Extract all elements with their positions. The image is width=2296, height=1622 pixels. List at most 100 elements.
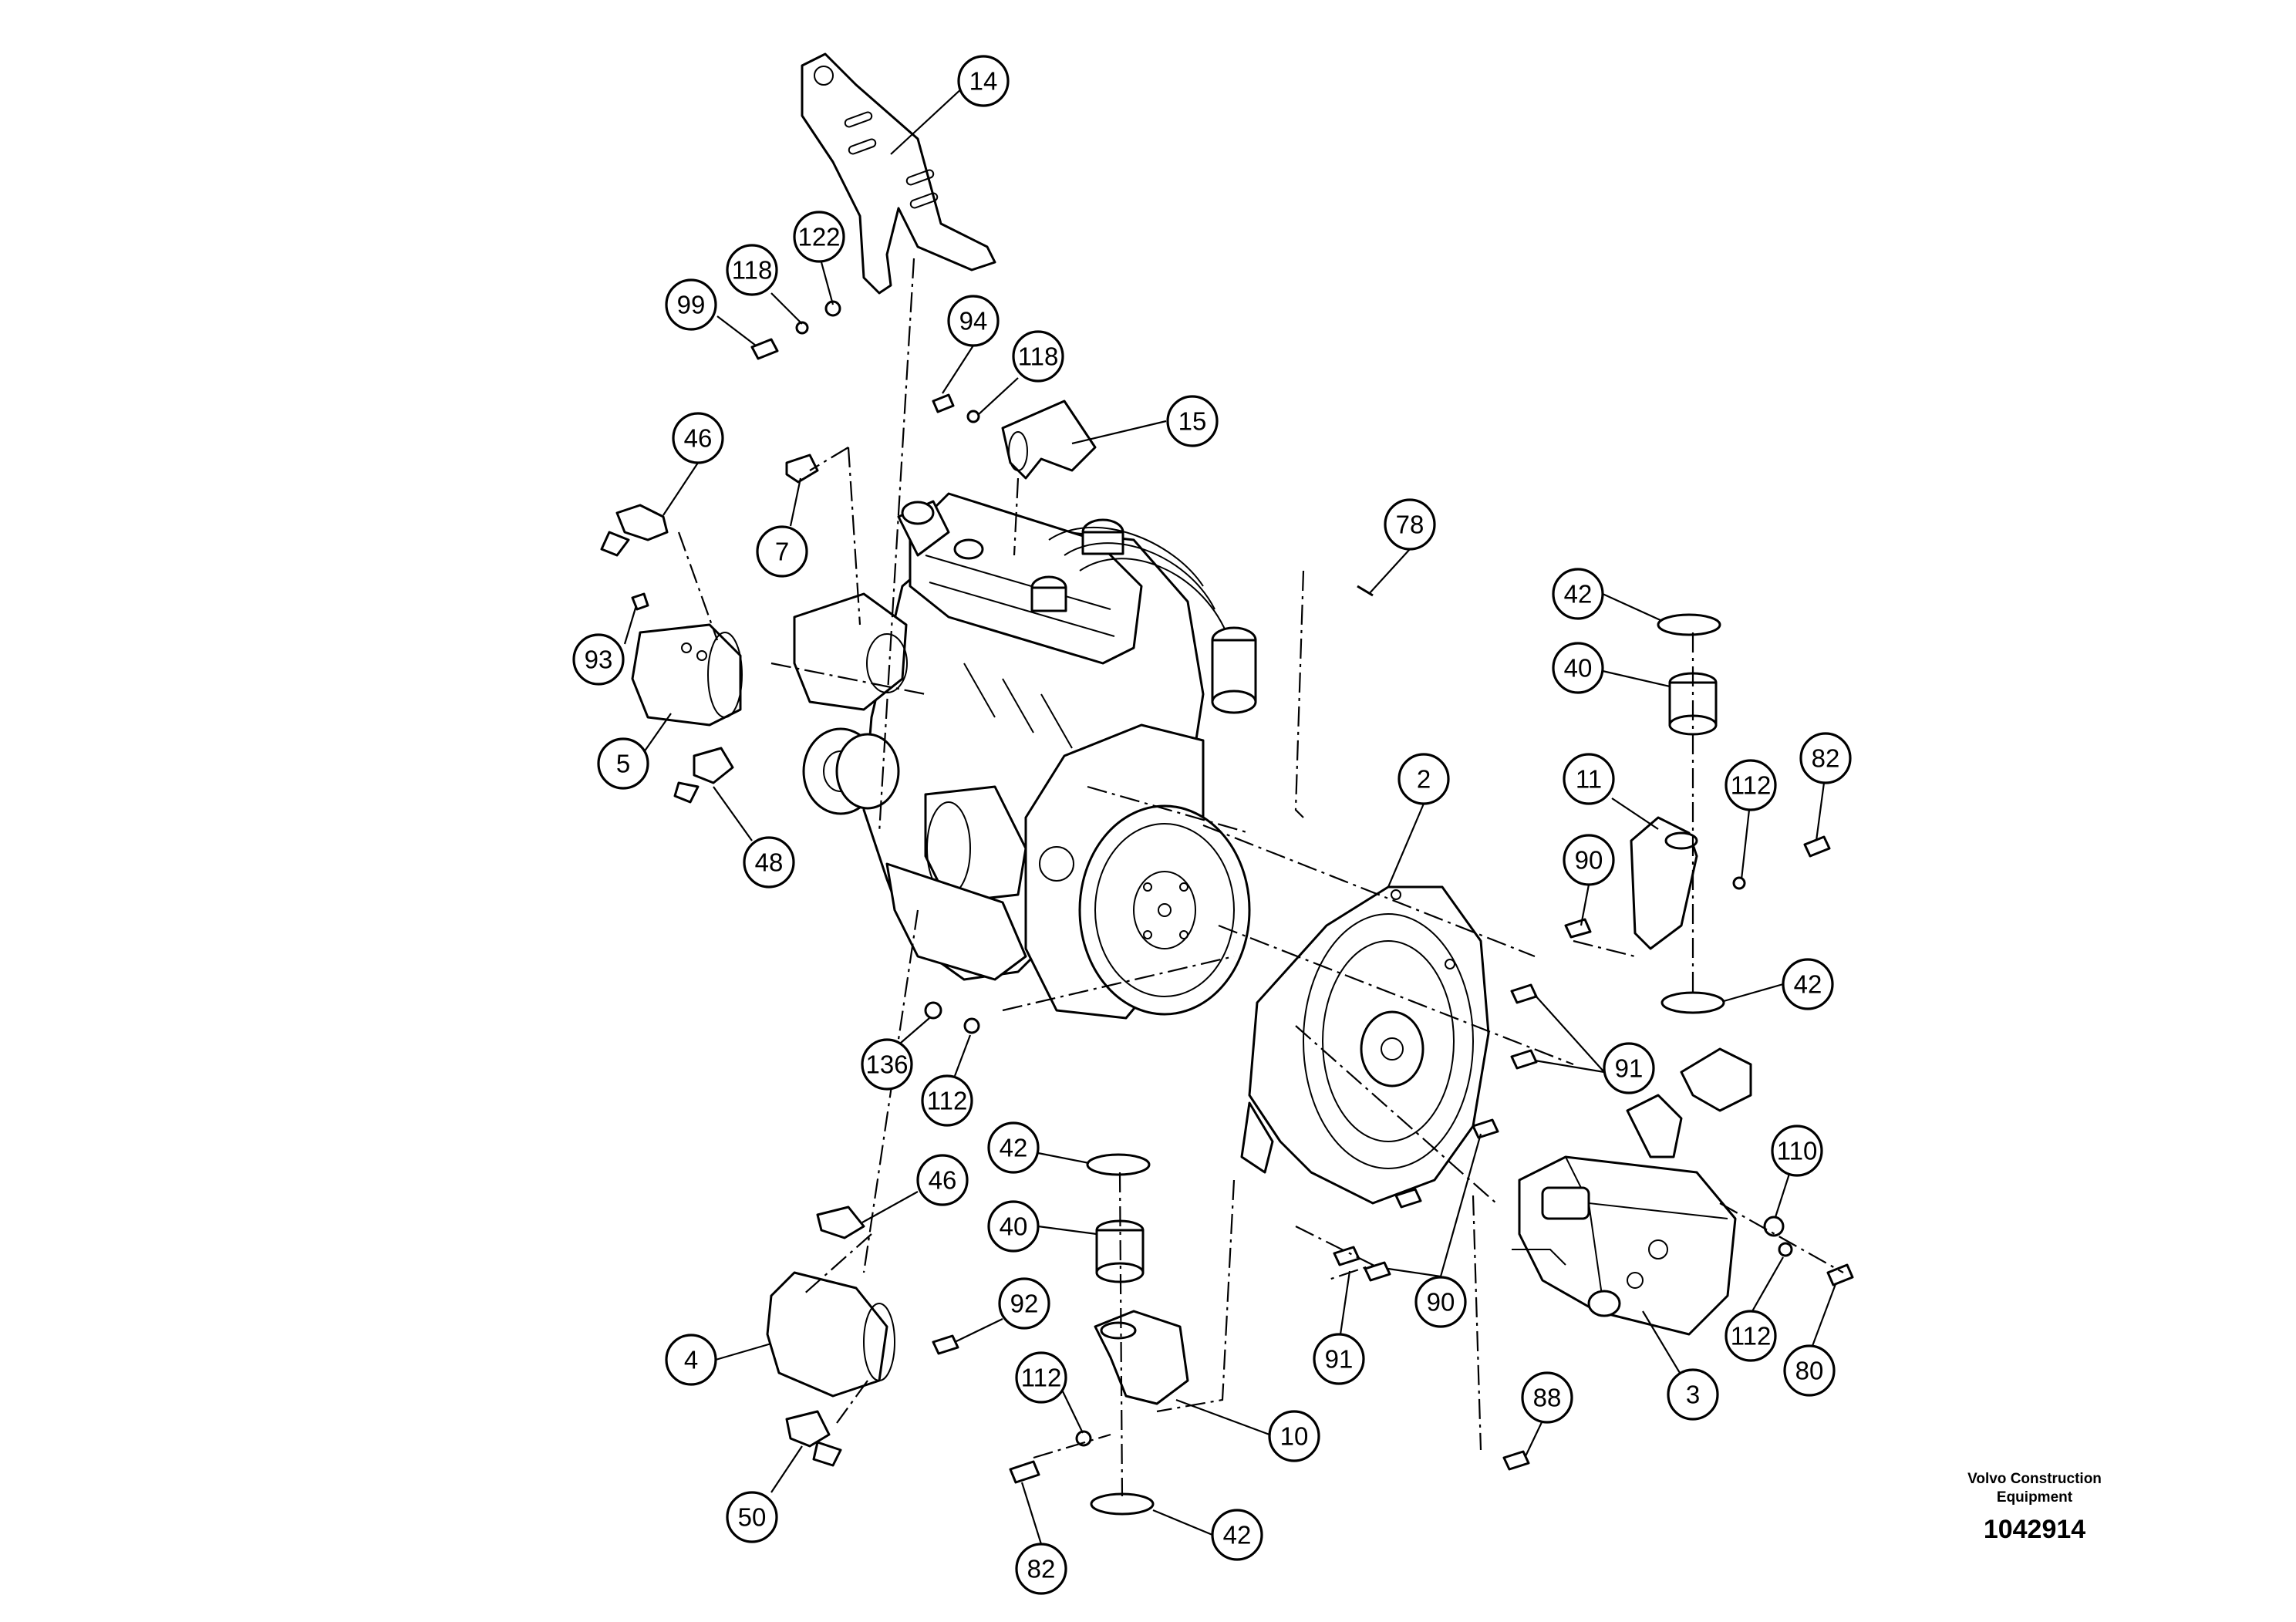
svg-text:118: 118 <box>1018 342 1059 371</box>
svg-text:80: 80 <box>1795 1357 1824 1385</box>
callout-5: 5 <box>597 737 649 790</box>
callout-50: 50 <box>726 1491 778 1543</box>
engine-assembly <box>793 492 1257 1020</box>
callout-93: 93 <box>572 633 625 686</box>
svg-text:50: 50 <box>738 1503 767 1532</box>
callout-112: 112 <box>921 1074 973 1127</box>
svg-text:46: 46 <box>929 1166 957 1195</box>
callout-10: 10 <box>1268 1410 1320 1462</box>
bell-housing <box>1240 885 1490 1205</box>
bracket-14 <box>801 52 996 295</box>
svg-text:40: 40 <box>1000 1212 1028 1241</box>
svg-text:82: 82 <box>1812 744 1840 773</box>
callout-4: 4 <box>665 1334 717 1386</box>
svg-text:3: 3 <box>1686 1381 1700 1409</box>
svg-text:46: 46 <box>684 424 713 453</box>
publisher-credit: Volvo Construction Equipment <box>1903 1470 2166 1507</box>
callout-80: 80 <box>1783 1344 1836 1397</box>
callout-2: 2 <box>1397 753 1450 805</box>
connector-48 <box>673 747 734 804</box>
svg-text:40: 40 <box>1564 654 1593 683</box>
svg-text:122: 122 <box>797 223 840 251</box>
callout-91: 91 <box>1603 1042 1655 1094</box>
callout-88: 88 <box>1521 1371 1573 1424</box>
svg-text:15: 15 <box>1178 407 1207 436</box>
solenoid-4 <box>766 1271 895 1398</box>
svg-text:99: 99 <box>677 291 706 319</box>
callout-90: 90 <box>1414 1276 1467 1328</box>
svg-text:4: 4 <box>684 1346 698 1374</box>
callout-118: 118 <box>726 244 778 296</box>
callout-78: 78 <box>1384 498 1436 551</box>
svg-text:112: 112 <box>1731 771 1772 800</box>
callout-122: 122 <box>793 211 845 263</box>
svg-text:112: 112 <box>1021 1364 1062 1392</box>
svg-text:94: 94 <box>959 307 988 336</box>
svg-text:42: 42 <box>1000 1134 1028 1162</box>
svg-text:11: 11 <box>1576 765 1602 794</box>
callout-3: 3 <box>1667 1368 1719 1421</box>
bracket-15 <box>1001 400 1097 480</box>
mount-lower <box>1086 1153 1189 1516</box>
svg-text:2: 2 <box>1417 765 1431 794</box>
svg-text:91: 91 <box>1325 1345 1354 1374</box>
svg-text:136: 136 <box>865 1050 908 1079</box>
svg-text:42: 42 <box>1223 1521 1252 1549</box>
svg-text:90: 90 <box>1427 1288 1455 1317</box>
svg-text:112: 112 <box>1731 1322 1772 1351</box>
svg-text:78: 78 <box>1396 511 1424 539</box>
connector-46-lower <box>816 1206 865 1239</box>
credit-line-2: Equipment <box>1996 1489 2073 1506</box>
svg-text:112: 112 <box>927 1087 968 1115</box>
svg-text:88: 88 <box>1533 1384 1562 1412</box>
callout-112: 112 <box>1725 759 1777 811</box>
credit-line-1: Volvo Construction <box>1967 1471 2102 1487</box>
callout-91: 91 <box>1313 1333 1365 1385</box>
callout-42: 42 <box>1782 958 1834 1010</box>
svg-text:42: 42 <box>1564 580 1593 609</box>
svg-text:10: 10 <box>1280 1422 1309 1451</box>
callout-99: 99 <box>665 278 717 331</box>
callout-110: 110 <box>1771 1125 1823 1177</box>
callout-42: 42 <box>987 1121 1040 1174</box>
mount-upper-right <box>1630 613 1725 1014</box>
callout-112: 112 <box>1015 1351 1067 1404</box>
svg-text:90: 90 <box>1575 846 1603 875</box>
svg-text:82: 82 <box>1027 1555 1056 1583</box>
svg-text:110: 110 <box>1777 1137 1818 1165</box>
callout-15: 15 <box>1166 395 1219 447</box>
callout-42: 42 <box>1211 1509 1263 1561</box>
callout-14: 14 <box>957 55 1010 107</box>
callout-40: 40 <box>1552 642 1604 694</box>
connector-46-upper <box>600 504 669 557</box>
svg-text:7: 7 <box>775 538 789 566</box>
hydraulic-pump <box>1512 1047 1752 1336</box>
solenoid-5 <box>631 623 743 727</box>
callout-82: 82 <box>1015 1543 1067 1595</box>
callout-46: 46 <box>916 1154 969 1206</box>
callout-40: 40 <box>987 1200 1040 1253</box>
callout-94: 94 <box>947 295 1000 347</box>
callout-136: 136 <box>861 1038 913 1091</box>
svg-text:91: 91 <box>1615 1054 1644 1083</box>
callout-92: 92 <box>998 1277 1050 1330</box>
callout-112: 112 <box>1725 1310 1777 1362</box>
svg-text:92: 92 <box>1010 1290 1039 1318</box>
svg-text:93: 93 <box>585 646 613 674</box>
svg-text:118: 118 <box>732 256 773 285</box>
callout-7: 7 <box>756 525 808 578</box>
callout-82: 82 <box>1799 732 1852 784</box>
drawing-number: 1042914 <box>1983 1515 2086 1544</box>
callout-42: 42 <box>1552 568 1604 620</box>
hardware <box>631 300 1854 1484</box>
sensor-7 <box>785 454 819 484</box>
callout-90: 90 <box>1563 834 1615 886</box>
callout-46: 46 <box>672 412 724 464</box>
svg-text:5: 5 <box>616 750 630 778</box>
callout-48: 48 <box>743 836 795 889</box>
svg-text:14: 14 <box>969 67 998 96</box>
svg-text:48: 48 <box>755 848 784 877</box>
assembly-centerlines <box>677 258 1844 1497</box>
callout-118: 118 <box>1012 330 1064 383</box>
